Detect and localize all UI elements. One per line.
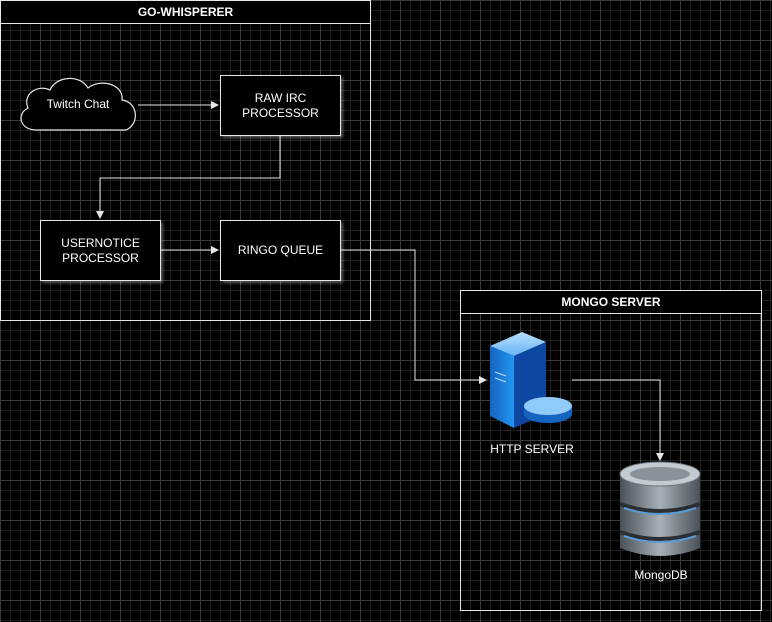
server-icon xyxy=(490,332,572,428)
edge-http-to-mongodb xyxy=(572,379,664,461)
usernotice-processor-node: USERNOTICE PROCESSOR xyxy=(40,220,161,281)
mongo-server-title: MONGO SERVER xyxy=(461,291,761,314)
mongo-server-container: MONGO SERVER xyxy=(460,290,762,611)
database-icon xyxy=(619,461,701,556)
edge-ringo-to-http xyxy=(341,249,487,384)
mongodb-label: MongoDB xyxy=(634,568,688,582)
go-whisperer-title: GO-WHISPERER xyxy=(1,1,370,24)
http-server-label: HTTP SERVER xyxy=(490,442,574,456)
cloud-icon xyxy=(20,77,136,131)
ringo-queue-node: RINGO QUEUE xyxy=(220,220,341,281)
twitch-chat-label: Twitch Chat xyxy=(46,97,110,111)
edge-raw-irc-to-usernotice xyxy=(96,136,281,219)
go-whisperer-container: GO-WHISPERER xyxy=(0,0,371,321)
raw-irc-processor-node: RAW IRC PROCESSOR xyxy=(220,75,341,136)
